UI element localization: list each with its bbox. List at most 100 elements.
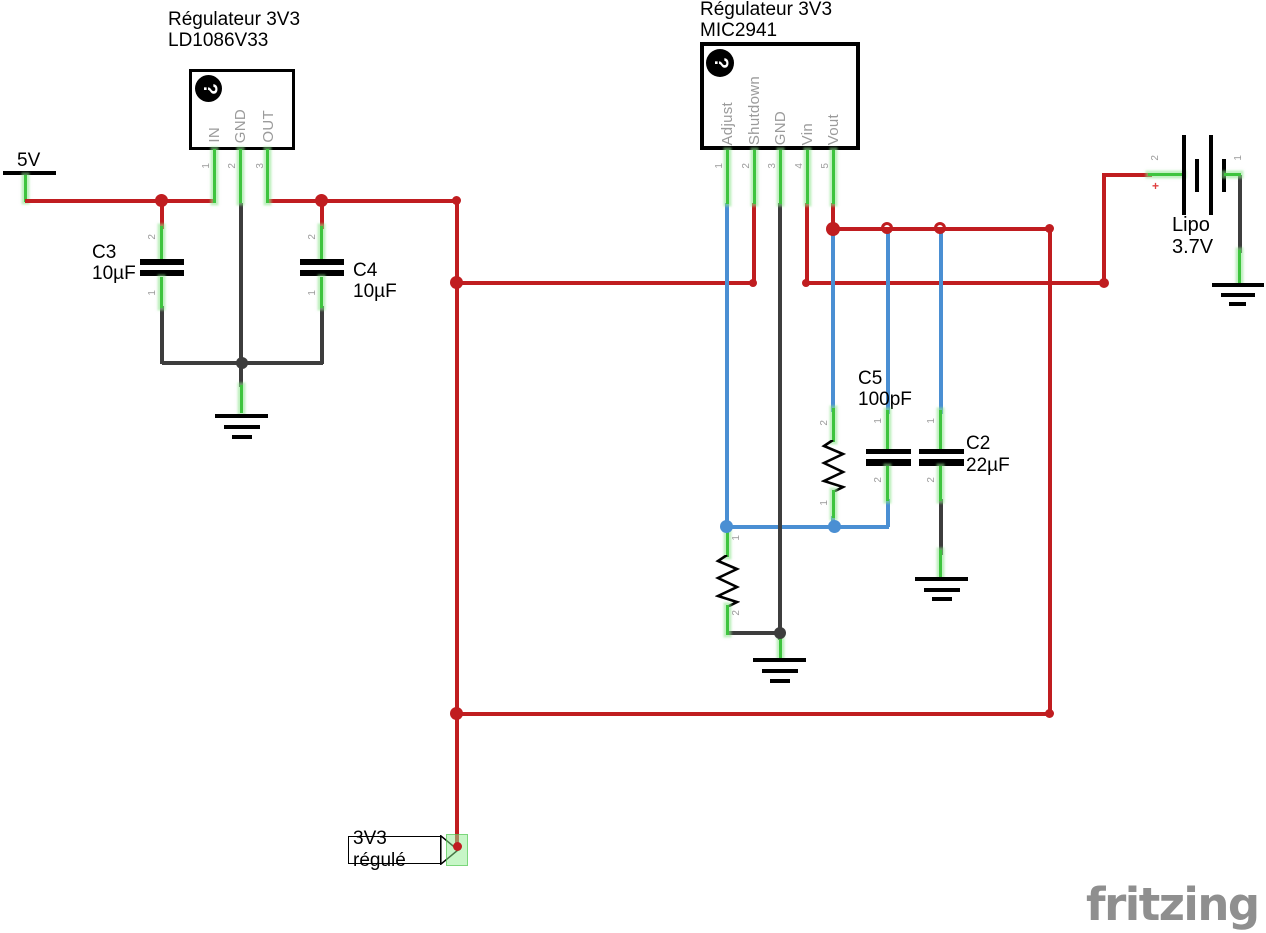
wire-shutdown[interactable] bbox=[752, 203, 756, 283]
wire-3v3-down-1[interactable] bbox=[455, 199, 459, 285]
gnd4-pin[interactable] bbox=[1238, 250, 1241, 283]
gnd3-ground-icon[interactable] bbox=[924, 588, 960, 592]
wire-battery-down[interactable] bbox=[1102, 173, 1106, 283]
c4-ref-label[interactable]: C4 bbox=[353, 260, 378, 281]
battery-plate-long-1[interactable] bbox=[1182, 135, 1186, 215]
gnd1-pin[interactable] bbox=[240, 385, 243, 413]
regulator1-pin-in[interactable] bbox=[213, 149, 216, 203]
wire-5v-to-in[interactable] bbox=[25, 199, 215, 203]
c3-pin-top[interactable] bbox=[160, 226, 163, 260]
wire-vout-stub[interactable] bbox=[831, 203, 835, 231]
c5-value-label[interactable]: 100pF bbox=[858, 389, 912, 410]
c3-ref-label[interactable]: C3 bbox=[92, 242, 117, 263]
r2-pin-bottom[interactable] bbox=[832, 490, 835, 518]
c3-pin-bottom[interactable] bbox=[160, 277, 163, 308]
c4-value-label[interactable]: 10µF bbox=[353, 281, 397, 302]
c3-value-label[interactable]: 10µF bbox=[92, 263, 136, 284]
wire-gnd2[interactable] bbox=[778, 203, 782, 640]
battery-plate-short-1[interactable] bbox=[1195, 159, 1199, 192]
c5-plate-top[interactable] bbox=[866, 449, 911, 454]
wire-vout-to-c5[interactable] bbox=[886, 232, 890, 414]
wire-c5-bottom[interactable] bbox=[886, 499, 890, 527]
c4-pin-bottom[interactable] bbox=[320, 277, 323, 308]
wire-gnd1[interactable] bbox=[239, 203, 243, 387]
c2-value-label[interactable]: 22µF bbox=[966, 455, 1010, 476]
gnd2-pin[interactable] bbox=[779, 637, 782, 658]
regulator2-title-line1[interactable]: Régulateur 3V3 bbox=[700, 0, 833, 20]
net-label-box[interactable]: 3V3 régulé bbox=[348, 828, 441, 871]
wire-battery-plus[interactable] bbox=[1102, 173, 1152, 177]
power-5v-pin[interactable] bbox=[24, 175, 27, 202]
c2-plate-top[interactable] bbox=[919, 449, 964, 454]
r1-body[interactable] bbox=[715, 555, 740, 607]
regulator1-title-line1[interactable]: Régulateur 3V3 bbox=[168, 9, 301, 30]
battery-plate-long-2[interactable] bbox=[1209, 135, 1213, 215]
wire-r1-gnd[interactable] bbox=[727, 631, 782, 635]
wire-adjust[interactable] bbox=[725, 203, 729, 529]
gnd3-ground-icon[interactable] bbox=[932, 597, 952, 601]
regulator1-pin-gnd[interactable] bbox=[239, 149, 242, 203]
battery-name-label[interactable]: Lipo bbox=[1172, 214, 1210, 236]
r1-pin-bottom[interactable] bbox=[726, 605, 729, 635]
wire-c3-stub[interactable] bbox=[160, 199, 164, 229]
wire-vin[interactable] bbox=[805, 203, 809, 283]
gnd4-ground-icon[interactable] bbox=[1212, 283, 1264, 287]
regulator1-body[interactable] bbox=[189, 69, 295, 150]
gnd2-ground-icon[interactable] bbox=[770, 679, 790, 683]
wire-vout-to-c2[interactable] bbox=[939, 232, 943, 414]
battery-voltage-label[interactable]: 3.7V bbox=[1172, 236, 1214, 258]
c4-pin-top[interactable] bbox=[320, 226, 323, 260]
regulator2-pin-shutdown[interactable] bbox=[753, 150, 756, 204]
battery-pin-right[interactable] bbox=[1224, 173, 1241, 176]
wire-3v3-to-label[interactable] bbox=[455, 714, 459, 846]
gnd4-ground-icon[interactable] bbox=[1229, 302, 1246, 306]
wire-bottom-rail[interactable] bbox=[457, 712, 1050, 716]
wire-c2-gnd[interactable] bbox=[939, 499, 943, 555]
regulator1-title-line2[interactable]: LD1086V33 bbox=[168, 30, 269, 51]
regulator2-title-line2[interactable]: MIC2941 bbox=[700, 20, 778, 41]
wire-vout-to-r2[interactable] bbox=[831, 232, 835, 412]
power-5v-label[interactable]: 5V bbox=[17, 150, 41, 171]
regulator2-pin-vin[interactable] bbox=[806, 150, 809, 204]
wire-battery-gnd[interactable] bbox=[1238, 175, 1242, 253]
wire-3v3-down-2[interactable] bbox=[455, 283, 459, 716]
regulator2-pin-gnd[interactable] bbox=[779, 150, 782, 204]
regulator1-pin-out[interactable] bbox=[266, 149, 269, 203]
c3-plate-top[interactable] bbox=[140, 259, 184, 265]
wire-c4-gnd[interactable] bbox=[320, 306, 324, 364]
power-5v-bar[interactable] bbox=[3, 171, 56, 175]
gnd1-ground-icon[interactable] bbox=[224, 425, 260, 429]
c4-plate-bottom[interactable] bbox=[300, 270, 344, 276]
r2-pin-top[interactable] bbox=[832, 408, 835, 442]
c5-pin-bottom[interactable] bbox=[886, 466, 889, 501]
c5-plate-bottom[interactable] bbox=[866, 459, 911, 466]
c2-plate-bottom[interactable] bbox=[919, 459, 964, 466]
wire-vout-down[interactable] bbox=[1048, 227, 1052, 716]
wire-c3-gnd[interactable] bbox=[160, 306, 164, 364]
c5-pin-top[interactable] bbox=[886, 410, 889, 450]
gnd3-pin[interactable] bbox=[939, 550, 942, 577]
c2-pin-top[interactable] bbox=[939, 410, 942, 450]
wire-3v3-to-shutdown[interactable] bbox=[457, 281, 756, 285]
gnd1-ground-icon[interactable] bbox=[215, 414, 268, 418]
c3-plate-bottom[interactable] bbox=[140, 270, 184, 276]
battery-pin-left[interactable] bbox=[1148, 173, 1184, 176]
gnd4-ground-icon[interactable] bbox=[1221, 293, 1255, 297]
wire-out-rail[interactable] bbox=[268, 199, 459, 203]
regulator2-pin-vout[interactable] bbox=[832, 150, 835, 204]
c5-ref-label[interactable]: C5 bbox=[858, 368, 883, 389]
wire-c4-stub[interactable] bbox=[320, 199, 324, 229]
c2-ref-label[interactable]: C2 bbox=[966, 433, 991, 454]
regulator2-body[interactable] bbox=[700, 42, 860, 150]
gnd2-ground-icon[interactable] bbox=[762, 669, 798, 673]
gnd2-ground-icon[interactable] bbox=[753, 658, 806, 662]
gnd1-ground-icon[interactable] bbox=[232, 435, 252, 439]
r1-pin-top[interactable] bbox=[726, 531, 729, 557]
wire-vin-to-battery[interactable] bbox=[806, 281, 1106, 285]
c4-plate-top[interactable] bbox=[300, 259, 344, 265]
gnd3-ground-icon[interactable] bbox=[915, 577, 968, 581]
c2-pin-bottom[interactable] bbox=[939, 466, 942, 501]
wire-adjust-rail[interactable] bbox=[727, 525, 889, 529]
regulator2-pin-adjust[interactable] bbox=[726, 150, 729, 204]
